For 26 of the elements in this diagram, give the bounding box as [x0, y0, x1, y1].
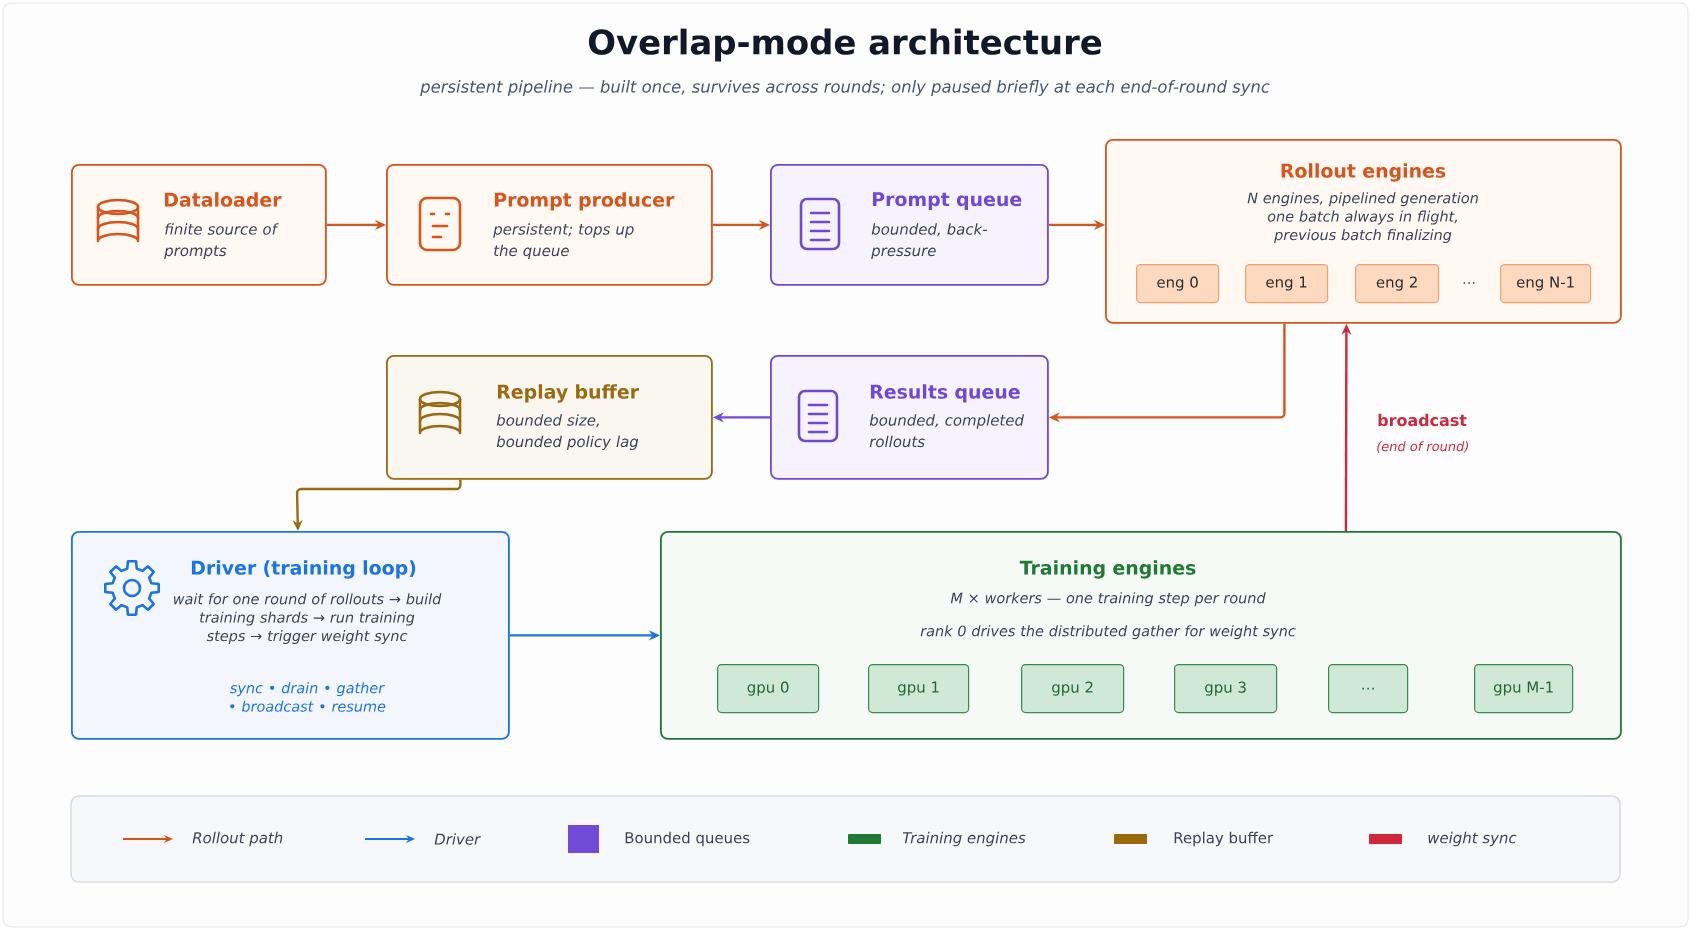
- ellipsis: …: [1463, 282, 1475, 284]
- gpu-box: gpu 3: [1174, 664, 1278, 714]
- engine-box: eng 2: [1355, 264, 1440, 304]
- process-box: Prompt producer persistent; tops up the queue: [386, 164, 713, 286]
- legend-label: Replay buffer: [1174, 831, 1274, 847]
- legend-label: weight sync: [1428, 831, 1517, 847]
- gpu-box: gpu M-1: [1474, 664, 1574, 714]
- gpu-box: …: [1328, 664, 1409, 714]
- queue-box: Results queue bounded, completed rollouts: [770, 355, 1049, 480]
- subtitle: persistent pipeline — built once, survives across rounds; only paused briefly at each end-of-round sync: [420, 80, 1270, 96]
- gpu-box: gpu 1: [868, 664, 970, 714]
- edge-note: (end of round): [1377, 441, 1468, 453]
- legend-label: Driver: [434, 833, 481, 845]
- legend-label: Bounded queues: [625, 831, 750, 847]
- legend-label: Training engines: [902, 831, 1026, 847]
- gpu-box: gpu 2: [1021, 664, 1125, 714]
- title: Overlap-mode architecture: [588, 28, 1102, 62]
- engine-box: eng N-1: [1500, 264, 1592, 304]
- engine-box: eng 1: [1245, 264, 1329, 304]
- queue-box: Prompt queue bounded, back-pressure: [770, 164, 1049, 286]
- engine-box: eng 0: [1136, 264, 1220, 304]
- process-box: Dataloader finite source of prompts: [71, 164, 327, 286]
- buffer-box: Replay buffer bounded size, bounded policy lag: [386, 355, 713, 480]
- gpu-box: gpu 0: [717, 664, 820, 714]
- legend-label: Rollout path: [192, 831, 283, 847]
- driver-box: Driver (training loop) wait for one round of rollouts → build training shards → run training steps → trigger weight sync sync • drain • gather • broadcast • resume: [71, 531, 510, 740]
